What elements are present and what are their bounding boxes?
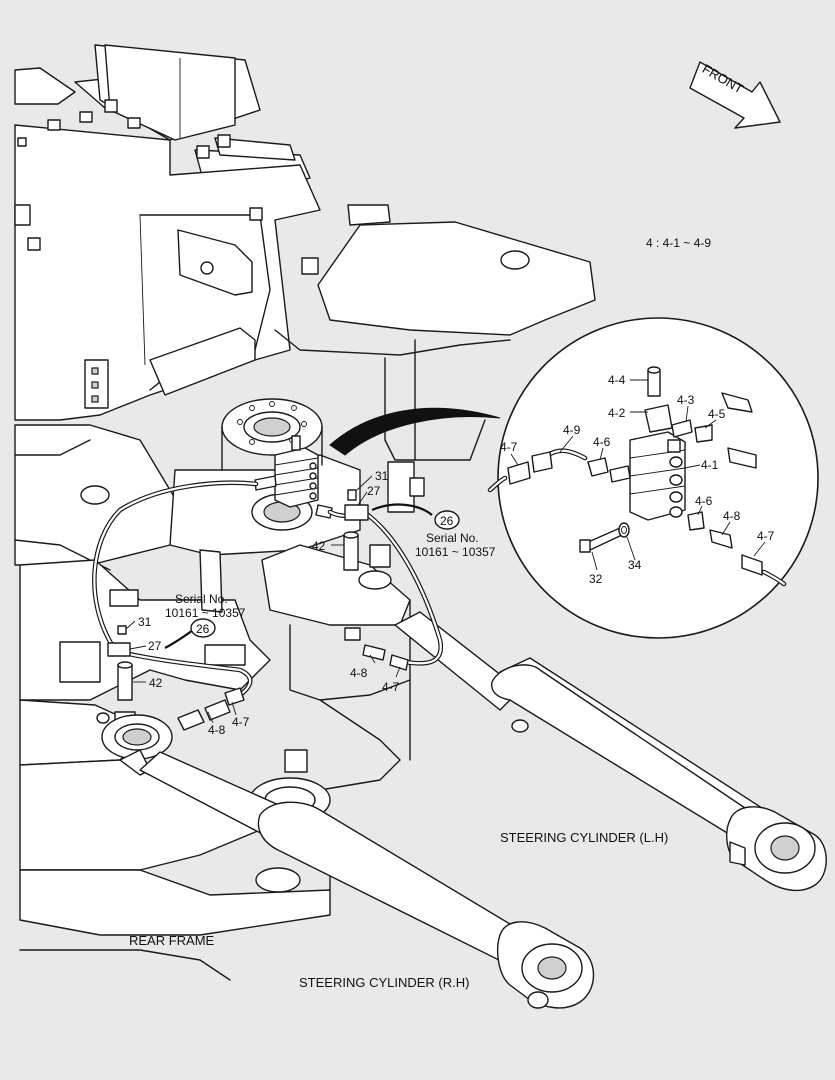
callout-4-7-detail-a: 4-7 xyxy=(500,440,518,454)
callout-31-lower: 31 xyxy=(138,615,152,629)
callout-4-2: 4-2 xyxy=(608,406,626,420)
fittings-main xyxy=(107,489,409,731)
callout-4-3: 4-3 xyxy=(677,393,695,407)
callout-34: 34 xyxy=(628,558,642,572)
assembly-legend: 4 : 4-1 ~ 4-9 xyxy=(646,236,711,250)
callout-26-upper: 26 xyxy=(440,514,454,528)
grease-hoses-main xyxy=(92,480,444,703)
callout-4-9: 4-9 xyxy=(563,423,581,437)
callout-26-lower: 26 xyxy=(196,622,210,636)
callout-leaders xyxy=(125,379,766,724)
steering-cylinder-lh xyxy=(394,611,827,892)
callout-31-upper: 31 xyxy=(375,469,389,483)
lube-block-main xyxy=(254,435,333,519)
callout-4-8-main-b: 4-8 xyxy=(208,723,226,737)
serial-label-upper: Serial No. xyxy=(426,531,479,545)
callout-4-7-main-a: 4-7 xyxy=(382,680,400,694)
callout-4-8-detail: 4-8 xyxy=(723,509,741,523)
callout-4-7-detail-b: 4-7 xyxy=(757,529,775,543)
callout-4-7-main-b: 4-7 xyxy=(232,715,250,729)
detail-pointer-arrow xyxy=(329,407,501,456)
serial-label-lower: Serial No. xyxy=(175,592,228,606)
lube-block-detail xyxy=(487,366,787,587)
steering-cylinder-rh xyxy=(139,751,595,1009)
callout-4-5: 4-5 xyxy=(708,407,726,421)
callout-32: 32 xyxy=(589,572,603,586)
callout-4-8-main-a: 4-8 xyxy=(350,666,368,680)
callout-4-1: 4-1 xyxy=(701,458,719,472)
serial-range-lower: 10161 ~ 10357 xyxy=(165,606,246,620)
serial-range-upper: 10161 ~ 10357 xyxy=(415,545,496,559)
callout-27-upper: 27 xyxy=(367,484,381,498)
callout-4-6-detail-b: 4-6 xyxy=(695,494,713,508)
callout-42-upper: 42 xyxy=(312,539,326,553)
callout-4-4: 4-4 xyxy=(608,373,626,387)
callout-27-lower: 27 xyxy=(148,639,162,653)
front-direction-arrow: FRONT xyxy=(689,61,781,129)
caption-steering-cylinder-lh: STEERING CYLINDER (L.H) xyxy=(500,830,668,845)
callout-4-6-detail-a: 4-6 xyxy=(593,435,611,449)
caption-steering-cylinder-rh: STEERING CYLINDER (R.H) xyxy=(299,975,469,990)
caption-rear-frame: REAR FRAME xyxy=(129,933,215,948)
callout-42-lower: 42 xyxy=(149,676,163,690)
